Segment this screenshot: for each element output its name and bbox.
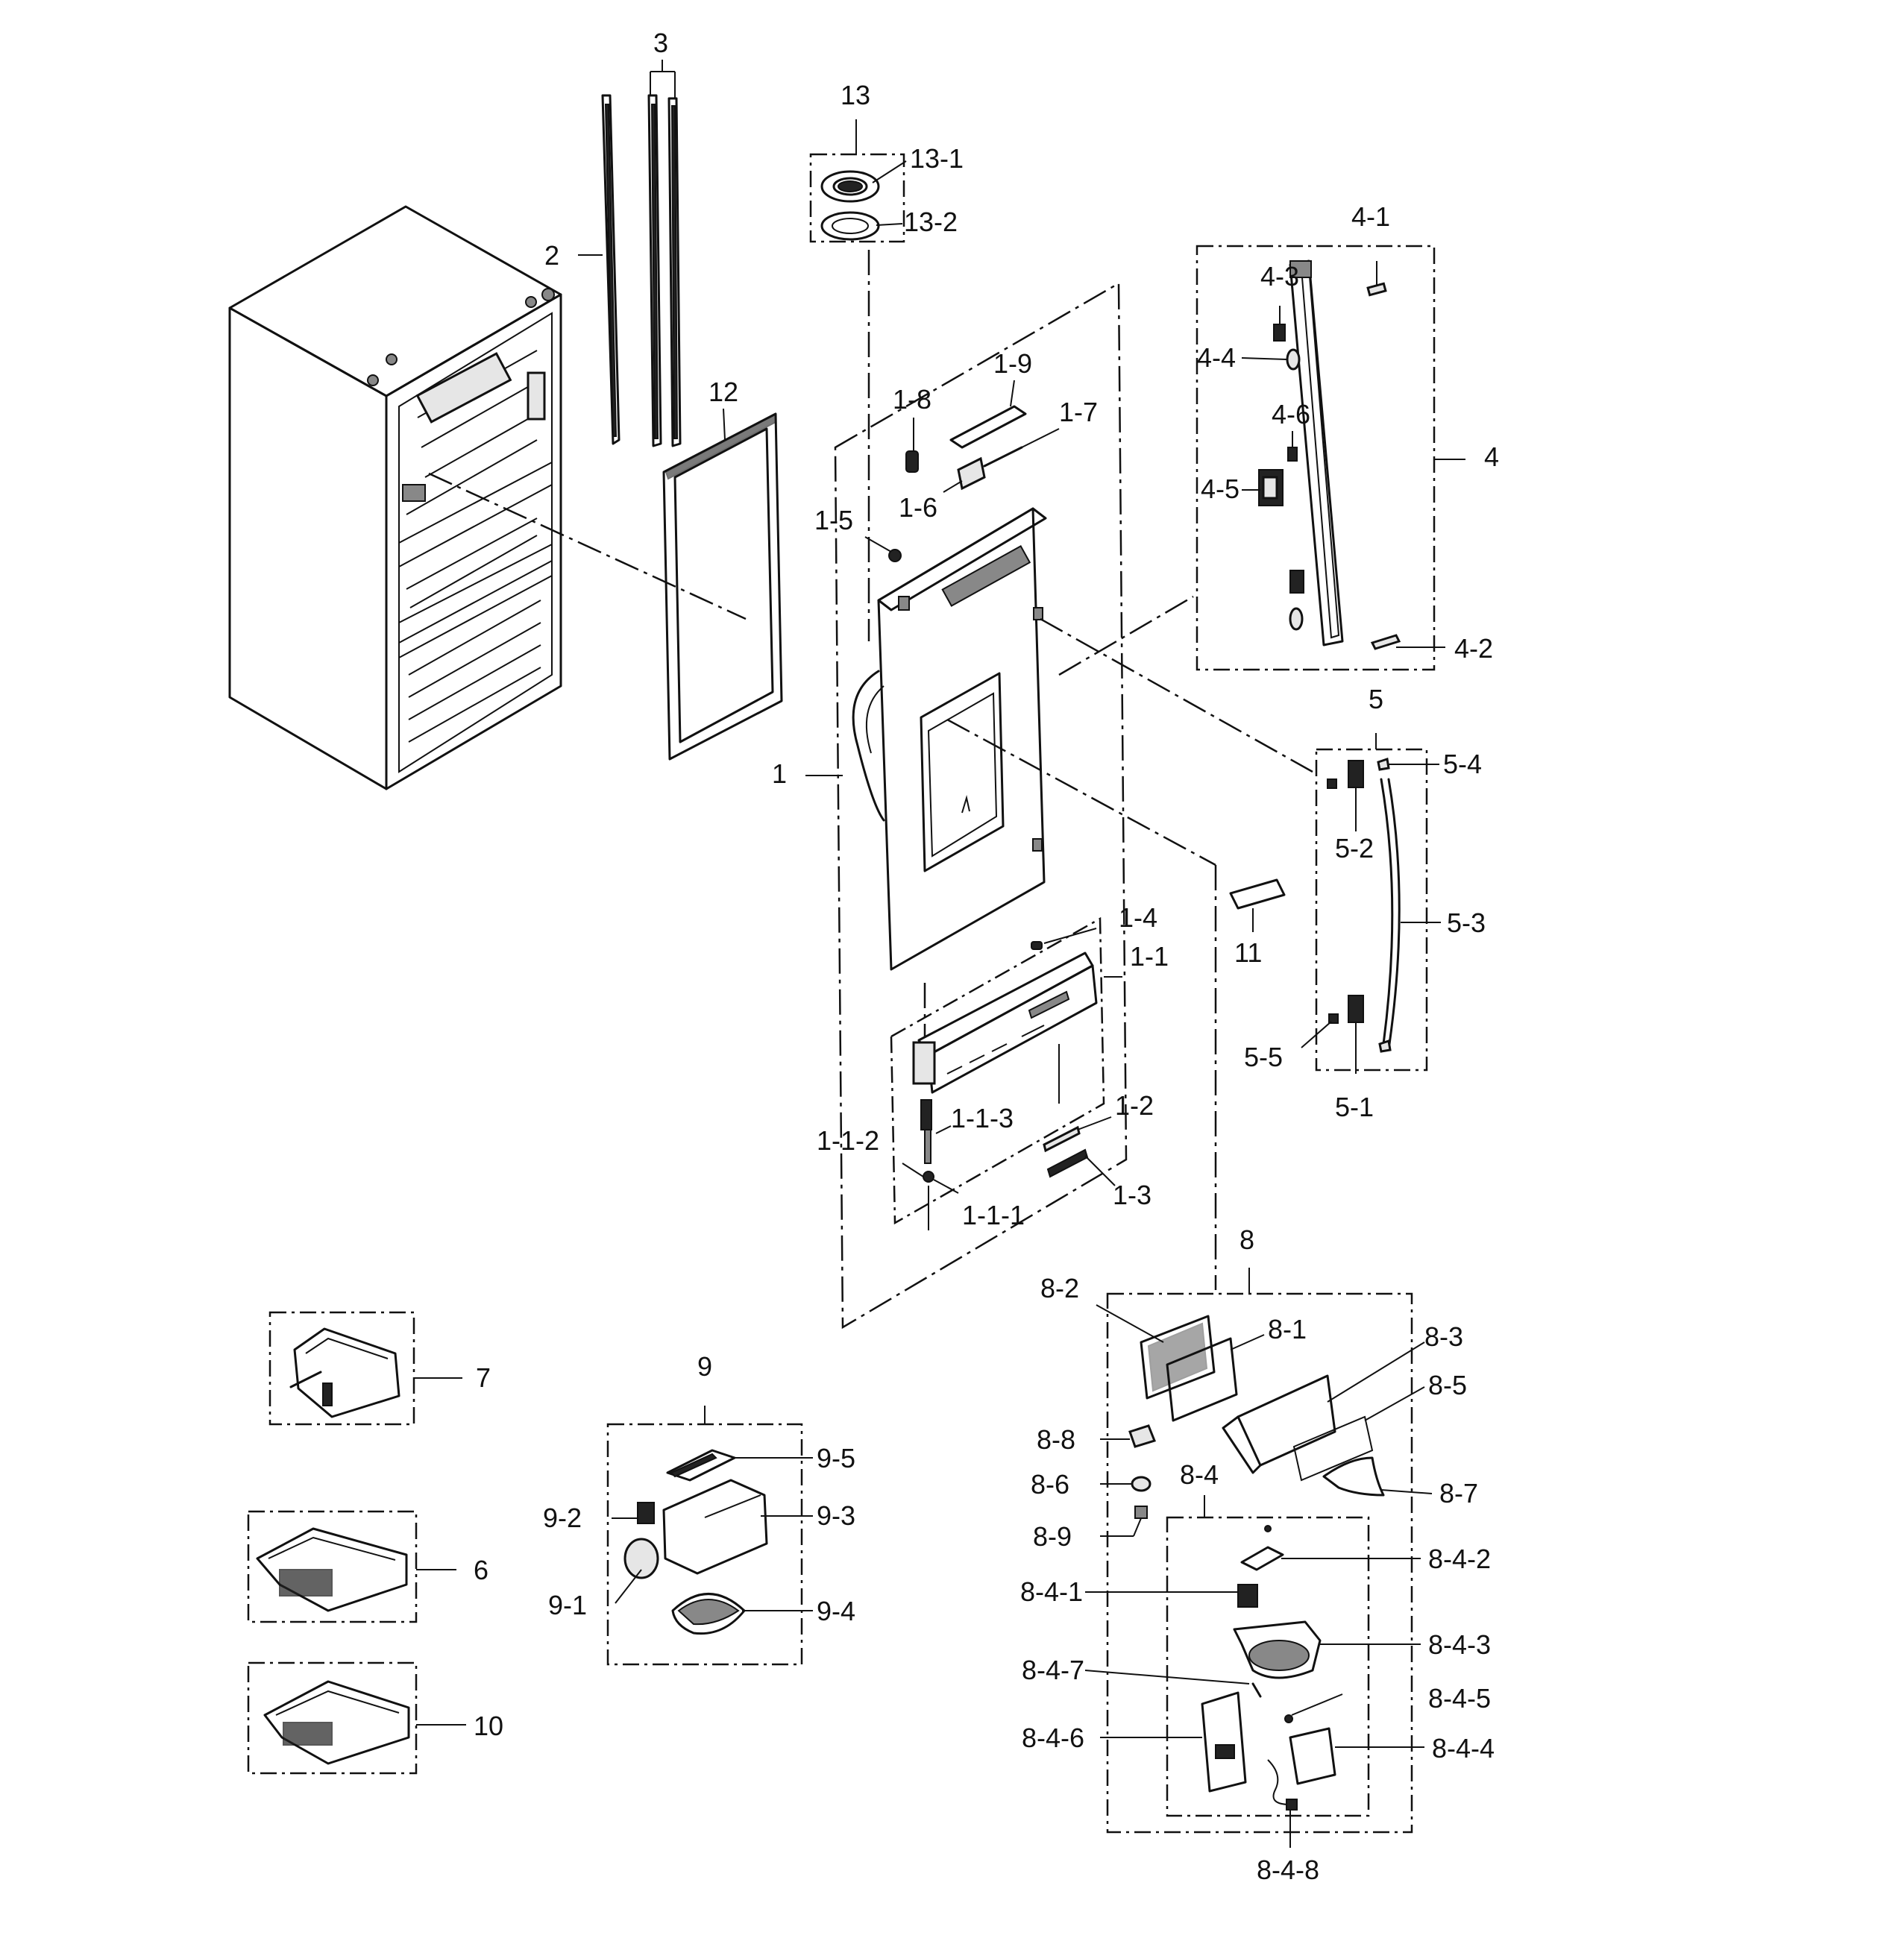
part-1-1-dispenser-box: [890, 916, 1122, 1230]
label-1-1-3: 1-1-3: [951, 1103, 1014, 1133]
part-9-ice-maker-group: [606, 1406, 813, 1666]
part-1-5-screw: [864, 536, 902, 562]
label-5-2: 5-2: [1335, 833, 1374, 864]
label-9-3: 9-3: [817, 1500, 855, 1531]
part-8-dispenser-cover-group: [1096, 1268, 1433, 1834]
label-4: 4: [1484, 441, 1499, 472]
label-7: 7: [476, 1362, 491, 1393]
label-4-4: 4-4: [1197, 342, 1236, 373]
label-8-4-2: 8-4-2: [1428, 1544, 1491, 1574]
part-11-label-plate: [1229, 878, 1286, 932]
label-1-4: 1-4: [1119, 902, 1157, 933]
label-8-6: 8-6: [1031, 1469, 1069, 1500]
label-13-1: 13-1: [910, 143, 964, 174]
label-3: 3: [653, 28, 668, 58]
part-4-hinge-bar-group: [1196, 245, 1465, 671]
label-5-5: 5-5: [1244, 1042, 1283, 1072]
part-1-2-strip: [1043, 1116, 1112, 1153]
label-8-7: 8-7: [1439, 1478, 1478, 1509]
label-2: 2: [544, 240, 559, 271]
part-1-8-hinge-pin: [905, 418, 919, 473]
label-1-6: 1-6: [899, 492, 937, 523]
label-1-1: 1-1: [1130, 941, 1169, 972]
part-1-door-body: [852, 507, 1047, 971]
label-8-1: 8-1: [1268, 1314, 1307, 1344]
label-4-2: 4-2: [1454, 633, 1493, 664]
label-1-9: 1-9: [993, 348, 1032, 379]
label-8-4-7: 8-4-7: [1022, 1655, 1084, 1685]
part-13-group: [809, 119, 907, 243]
part-1-9-hinge-plate: [949, 380, 1027, 449]
label-13-2: 13-2: [904, 207, 958, 237]
assembly-lines: [428, 250, 1313, 1290]
label-1-5: 1-5: [814, 505, 853, 535]
label-8-5: 8-5: [1428, 1370, 1467, 1400]
label-11: 11: [1234, 937, 1262, 968]
label-8-8: 8-8: [1037, 1424, 1075, 1455]
label-5-4: 5-4: [1443, 749, 1482, 779]
refrigerator-cabinet: [228, 205, 562, 790]
part-12-door-gasket-frame: [662, 412, 783, 761]
label-1: 1: [772, 758, 787, 789]
label-1-7: 1-7: [1059, 397, 1098, 427]
label-4-5: 4-5: [1201, 474, 1240, 504]
label-5-3: 5-3: [1447, 907, 1486, 938]
part-2-door-gasket-left: [601, 94, 620, 445]
label-8-4-3: 8-4-3: [1428, 1629, 1491, 1660]
label-8-4: 8-4: [1180, 1459, 1219, 1490]
label-1-3: 1-3: [1113, 1180, 1151, 1210]
label-8-4-8: 8-4-8: [1257, 1855, 1319, 1885]
part-8-4-actuator-group: [1084, 1495, 1424, 1848]
label-4-1: 4-1: [1351, 201, 1390, 232]
label-8-9: 8-9: [1033, 1521, 1072, 1552]
label-12: 12: [708, 377, 738, 407]
part-1-6-hinge-block: [943, 456, 986, 493]
part-10-door-bin: [247, 1661, 466, 1775]
label-8: 8: [1240, 1224, 1254, 1255]
label-1-1-1: 1-1-1: [962, 1200, 1025, 1230]
label-8-4-4: 8-4-4: [1432, 1733, 1495, 1764]
label-4-3: 4-3: [1260, 261, 1299, 292]
part-7-door-bin: [268, 1311, 462, 1426]
label-4-6: 4-6: [1272, 399, 1310, 430]
label-9: 9: [697, 1351, 712, 1382]
label-9-1: 9-1: [548, 1590, 587, 1620]
label-8-4-1: 8-4-1: [1020, 1576, 1083, 1607]
part-5-handle-group: [1301, 733, 1441, 1074]
label-8-4-6: 8-4-6: [1022, 1723, 1084, 1753]
label-8-2: 8-2: [1040, 1273, 1079, 1303]
label-10: 10: [474, 1711, 503, 1741]
label-5: 5: [1369, 684, 1383, 714]
part-1-4: [1031, 928, 1097, 950]
label-9-4: 9-4: [817, 1596, 855, 1626]
part-1-door-assembly-outline: [805, 281, 1128, 1330]
label-8-3: 8-3: [1424, 1321, 1463, 1352]
callout-labels: 1 1-1 1-1-1 1-1-2 1-1-3 1-2 1-3 1-4 1-5 …: [474, 28, 1499, 1885]
label-9-2: 9-2: [543, 1503, 582, 1533]
part-6-door-bin: [247, 1510, 456, 1623]
label-6: 6: [474, 1555, 488, 1585]
part-1-3-strip: [1046, 1148, 1116, 1186]
label-1-2: 1-2: [1115, 1090, 1154, 1121]
label-1-8: 1-8: [893, 384, 931, 415]
label-8-4-5: 8-4-5: [1428, 1683, 1491, 1714]
part-3-door-gasket-pair: [647, 60, 682, 447]
label-1-1-2: 1-1-2: [817, 1125, 879, 1156]
label-9-5: 9-5: [817, 1443, 855, 1473]
label-5-1: 5-1: [1335, 1092, 1374, 1122]
label-13: 13: [841, 80, 870, 110]
part-1-7-shaft: [983, 428, 1060, 468]
